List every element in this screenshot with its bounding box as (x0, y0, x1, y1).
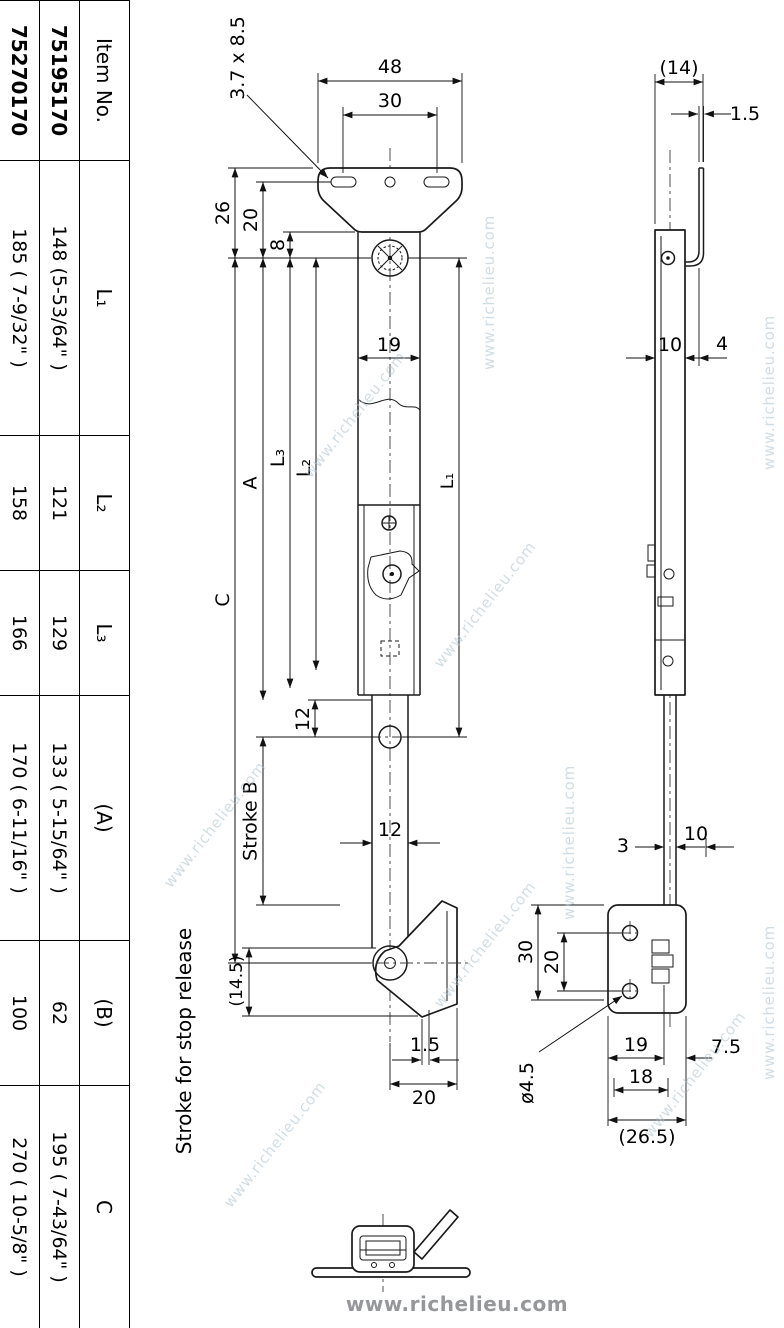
table-cell: 185 ( 7-9/32" ) (0, 160, 40, 436)
slot-size-label: 3.7 x 8.5 (227, 16, 249, 100)
catch-hook-arm (413, 1209, 459, 1260)
table-header-row: Item No. L₁ L₂ L₃ (A) (B) C (79, 0, 130, 1328)
side-view-dimensions: (14) 1.5 10 4 3 10 30 (515, 57, 760, 1148)
item-number: 75270170 (0, 0, 40, 161)
dim-8-label: 8 (267, 239, 289, 251)
dim-3-label: 3 (617, 835, 629, 857)
top-mounting-plate (317, 167, 463, 233)
spec-table: Item No. L₁ L₂ L₃ (A) (B) C 75195170 148… (0, 0, 130, 1328)
table-cell: 129 (39, 570, 80, 696)
col-header-b: (B) (79, 940, 130, 1086)
table-cell: 121 (39, 435, 80, 571)
center-hole (384, 176, 396, 188)
dim-14-5-label: (14.5) (227, 955, 247, 1006)
stop-release-note: Stroke for stop release (172, 928, 196, 1154)
dim-18-label: 18 (629, 1066, 653, 1088)
dim-A-label: A (240, 477, 262, 490)
dim-L1-label: L₁ (438, 473, 458, 489)
richelieu-footer: www.richelieu.com (345, 1292, 569, 1316)
catch-bracket-view (311, 1209, 471, 1292)
dim-10-rod-label: 10 (684, 823, 708, 845)
col-header-l1: L₁ (79, 160, 130, 436)
dim-30-label: 30 (378, 90, 402, 112)
col-header-a: (A) (79, 695, 130, 941)
table-cell: 148 (5-53/64" ) (39, 160, 80, 436)
dim-14-label: (14) (659, 57, 698, 79)
col-header-l2: L₂ (79, 435, 130, 571)
spec-table-rotated: Item No. L₁ L₂ L₃ (A) (B) C 75195170 148… (0, 0, 130, 1328)
table-cell: 270 ( 10-5/8" ) (0, 1085, 40, 1328)
dim-26-5-label: (26.5) (618, 1126, 675, 1148)
dim-12-rod-label: 12 (378, 819, 402, 841)
front-view-dimensions: 48 30 3.7 x 8.5 26 20 8 19 (172, 16, 467, 1154)
table-cell: 195 ( 7-43/64" ) (39, 1085, 80, 1328)
stroke-b-label: Stroke B (240, 781, 262, 861)
dim-30-label: 30 (515, 940, 537, 964)
dim-48-label: 48 (378, 56, 402, 78)
table-row: 75195170 148 (5-53/64" ) 121 129 133 ( 5… (39, 0, 80, 1328)
dim-4-label: 4 (716, 333, 728, 355)
mounting-slot (423, 176, 450, 188)
cam-lever (367, 550, 420, 600)
table-cell: 158 (0, 435, 40, 571)
dim-12-label: 12 (292, 707, 314, 731)
col-header-item-no: Item No. (79, 0, 130, 161)
col-header-c: C (79, 1085, 130, 1328)
dim-10-label: 10 (658, 334, 682, 356)
table-cell: 62 (39, 940, 80, 1086)
dim-1-5-label: 1.5 (410, 1034, 440, 1056)
item-number: 75195170 (39, 0, 80, 161)
dim-C-label: C (212, 593, 234, 606)
dim-20-foot-label: 20 (412, 1087, 436, 1109)
dim-19-side-label: 19 (624, 1034, 648, 1056)
table-cell: 166 (0, 570, 40, 696)
dim-L3-label: L₃ (267, 449, 289, 467)
table-cell: 100 (0, 940, 40, 1086)
foot-plate (607, 904, 687, 1014)
table-cell: 170 ( 6-11/16" ) (0, 695, 40, 941)
dim-19-label: 19 (377, 334, 401, 356)
table-cell: 133 ( 5-15/64" ) (39, 695, 80, 941)
dim-20-label: 20 (240, 208, 262, 232)
dim-20-side-label: 20 (541, 950, 563, 974)
col-header-l3: L₃ (79, 570, 130, 696)
dim-1-5-side-label: 1.5 (730, 103, 760, 125)
dim-7-5-label: 7.5 (711, 1036, 741, 1058)
front-view (317, 148, 472, 1042)
dim-L2-label: L₂ (293, 459, 315, 477)
technical-drawing: 48 30 3.7 x 8.5 26 20 8 19 (172, 16, 760, 1292)
catch-body (351, 1225, 415, 1273)
dim-26-label: 26 (212, 201, 234, 225)
side-view (607, 150, 705, 1030)
table-row: 75270170 185 ( 7-9/32" ) 158 166 170 ( 6… (0, 0, 40, 1328)
bottom-bracket (374, 900, 458, 1018)
side-arm (654, 229, 686, 696)
hole-diameter-label: ø4.5 (516, 1062, 538, 1104)
